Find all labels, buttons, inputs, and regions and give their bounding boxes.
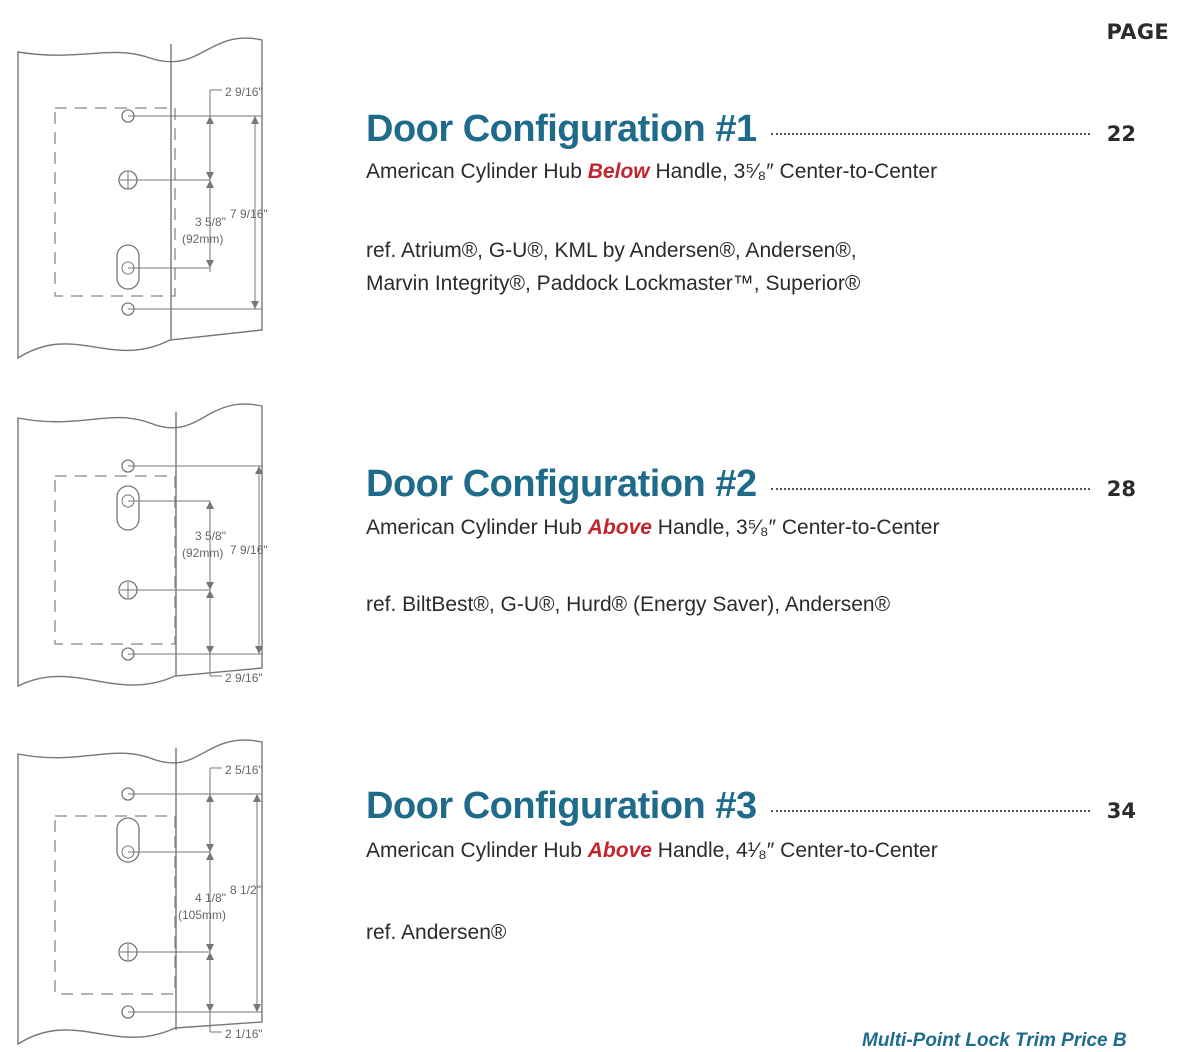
dim-bottom-offset: 2 9/16"	[225, 671, 263, 685]
reference-brands: ref. Atrium®, G-U®, KML by Andersen®, An…	[366, 234, 860, 300]
door-diagram-3: 2 5/16" 4 1/8" (105mm) 8 1/2" 2 1/16"	[17, 739, 263, 1046]
subtitle-text: Handle, 4¹⁄₈″ Center-to-Center	[651, 839, 938, 862]
dim-bottom-offset: 2 1/16"	[225, 1027, 263, 1041]
reference-line: ref. Atrium®, G-U®, KML by Andersen®, An…	[366, 239, 857, 262]
handle-position-emphasis: Below	[587, 160, 650, 183]
dim-spacing: 4 1/8"	[195, 891, 226, 905]
reference-line: Marvin Integrity®, Paddock Lockmaster™, …	[366, 272, 861, 295]
subtitle-text: American Cylinder Hub	[366, 516, 588, 539]
page-number[interactable]: 22	[1106, 122, 1136, 146]
dim-overall: 7 9/16"	[230, 207, 268, 221]
page-number[interactable]: 34	[1106, 799, 1136, 823]
door-diagram-1: 2 9/16" 3 5/8" (92mm) 7 9/16"	[17, 37, 268, 360]
dim-overall: 8 1/2"	[230, 883, 261, 897]
handle-position-emphasis: Above	[587, 516, 652, 539]
dim-spacing: 3 5/8"	[195, 215, 226, 229]
handle-position-emphasis: Above	[587, 839, 652, 862]
footer-title: Multi-Point Lock Trim Price B	[862, 1030, 1127, 1051]
page-number[interactable]: 28	[1106, 477, 1136, 501]
config-heading: Door Configuration #3 34	[366, 785, 1136, 833]
subtitle-text: Handle, 3⁵⁄₈″ Center-to-Center	[651, 516, 940, 539]
reference-line: ref. Andersen®	[366, 921, 507, 944]
dim-spacing-mm: (105mm)	[178, 908, 226, 922]
config-subtitle: American Cylinder Hub Above Handle, 4¹⁄₈…	[366, 839, 938, 863]
config-subtitle: American Cylinder Hub Below Handle, 3⁵⁄₈…	[366, 160, 937, 184]
dot-leader	[770, 488, 1090, 490]
dim-spacing: 3 5/8"	[195, 529, 226, 543]
door-diagram-2: 3 5/8" (92mm) 7 9/16" 2 9/16"	[17, 403, 268, 688]
config-subtitle: American Cylinder Hub Above Handle, 3⁵⁄₈…	[366, 516, 939, 540]
dim-top-offset: 2 5/16"	[225, 763, 263, 777]
dim-overall: 7 9/16"	[230, 543, 268, 557]
subtitle-text: American Cylinder Hub	[366, 160, 588, 183]
dim-spacing-mm: (92mm)	[182, 232, 223, 246]
subtitle-text: American Cylinder Hub	[366, 839, 588, 862]
page-column-label: PAGE	[1106, 20, 1169, 44]
config-title[interactable]: Door Configuration #3	[366, 785, 757, 827]
config-title[interactable]: Door Configuration #1	[366, 108, 757, 150]
config-heading: Door Configuration #2 28	[366, 463, 1136, 511]
config-title[interactable]: Door Configuration #2	[366, 463, 757, 505]
reference-line: ref. BiltBest®, G-U®, Hurd® (Energy Save…	[366, 593, 891, 616]
dim-top-offset: 2 9/16"	[225, 85, 263, 99]
reference-brands: ref. BiltBest®, G-U®, Hurd® (Energy Save…	[366, 588, 890, 621]
subtitle-text: Handle, 3⁵⁄₈″ Center-to-Center	[649, 160, 938, 183]
config-heading: Door Configuration #1 22	[366, 108, 1136, 156]
dot-leader	[770, 133, 1090, 135]
reference-brands: ref. Andersen®	[366, 916, 506, 949]
dot-leader	[770, 810, 1090, 812]
dim-spacing-mm: (92mm)	[182, 546, 223, 560]
